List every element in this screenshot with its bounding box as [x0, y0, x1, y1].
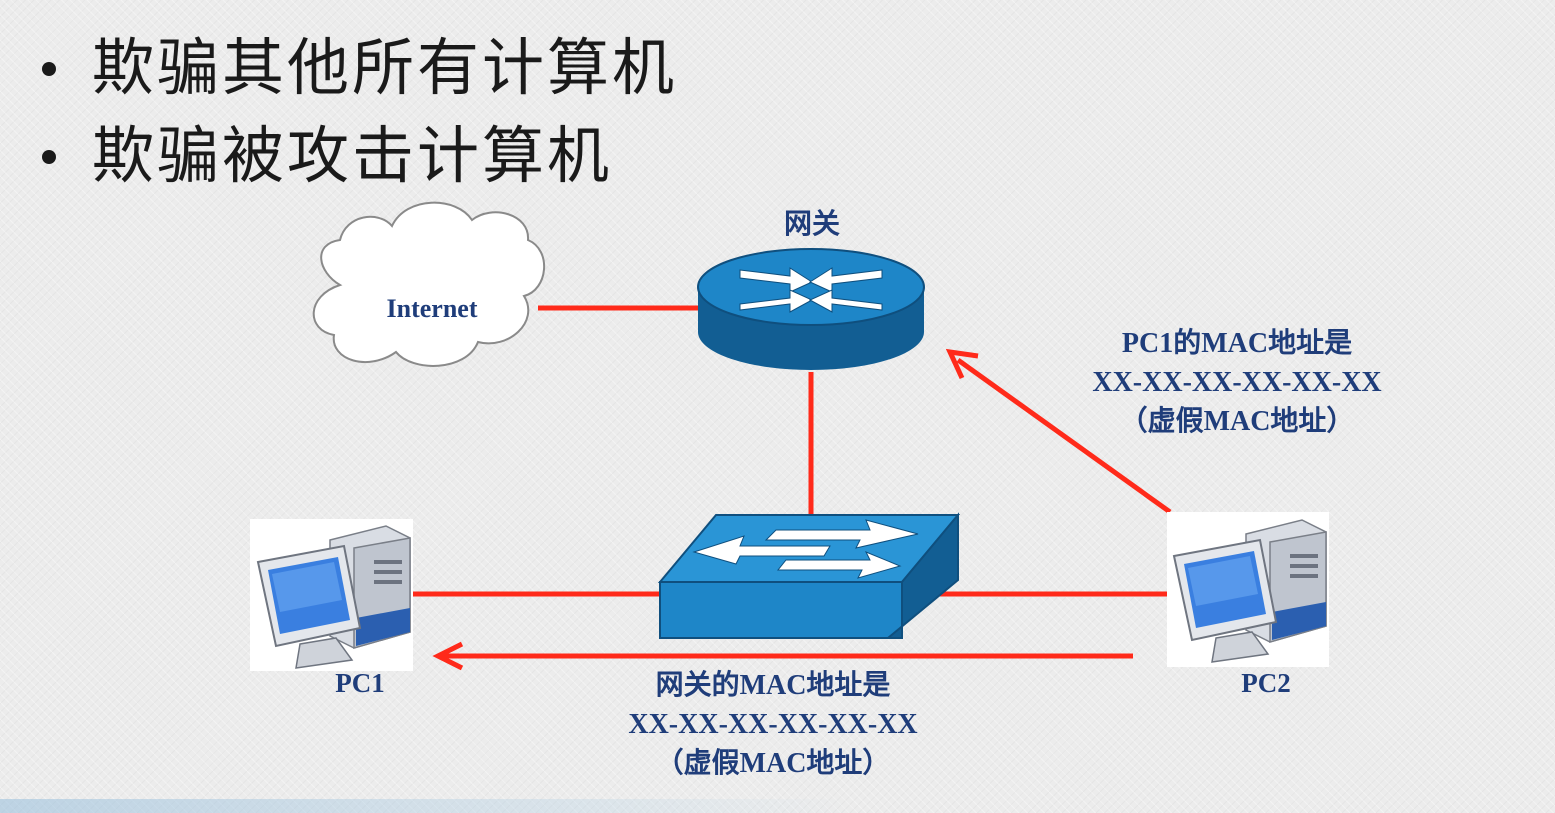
bullet-item: 欺骗其他所有计算机 [40, 28, 677, 116]
gateway-label: 网关 [783, 209, 840, 240]
pc2-label: PC2 [1241, 668, 1291, 698]
pc2-icon [1167, 512, 1329, 667]
upper-annotation-line1: PC1的MAC地址是 [1121, 328, 1353, 359]
arrow-to-gateway [945, 348, 1172, 515]
internet-cloud-icon [312, 201, 545, 367]
arrow-to-pc1 [432, 641, 1133, 671]
bullet-item: 欺骗被攻击计算机 [40, 116, 677, 204]
lower-annotation-line3: （虚假MAC地址） [655, 748, 891, 779]
switch-icon [657, 512, 961, 639]
bullet-text: 欺骗被攻击计算机 [92, 119, 613, 192]
bullet-list: 欺骗其他所有计算机 欺骗被攻击计算机 [40, 28, 677, 204]
pc1-label: PC1 [335, 668, 385, 698]
bullet-dot [42, 150, 56, 164]
lower-annotation: 网关的MAC地址是 XX-XX-XX-XX-XX-XX （虚假MAC地址） [598, 666, 948, 783]
bottom-decoration [0, 799, 850, 813]
lower-annotation-line2: XX-XX-XX-XX-XX-XX [628, 709, 918, 740]
router-icon [697, 248, 925, 370]
bullet-dot [42, 62, 56, 76]
bullet-text: 欺骗其他所有计算机 [92, 31, 678, 104]
upper-annotation: PC1的MAC地址是 XX-XX-XX-XX-XX-XX （虚假MAC地址） [1062, 324, 1412, 441]
upper-annotation-line2: XX-XX-XX-XX-XX-XX [1092, 367, 1382, 398]
upper-annotation-line3: （虚假MAC地址） [1119, 406, 1355, 437]
internet-label: Internet [386, 294, 478, 323]
pc1-icon [250, 519, 413, 671]
lower-annotation-line1: 网关的MAC地址是 [655, 670, 891, 701]
